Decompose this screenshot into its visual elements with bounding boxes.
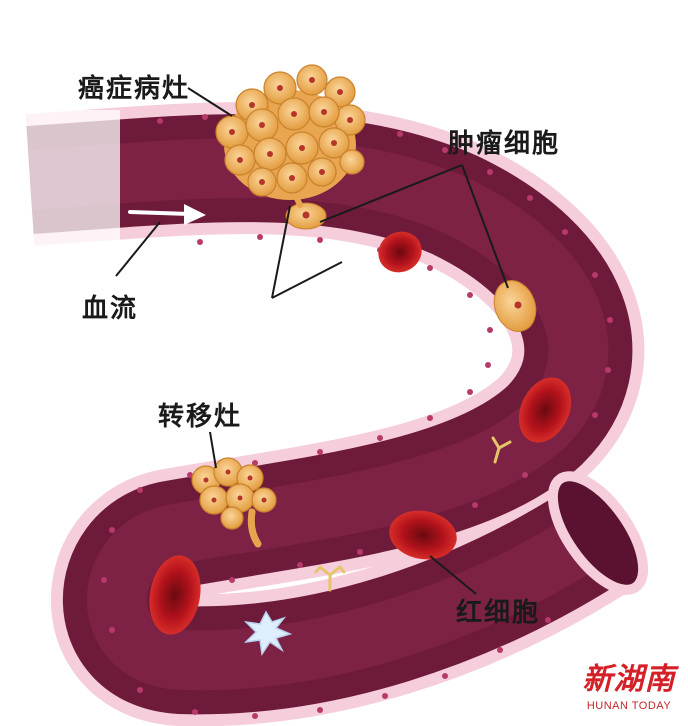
antibody-icon <box>491 436 512 464</box>
white-blood-cell-icon <box>243 610 293 657</box>
vessel-entry-fade <box>0 110 120 255</box>
label-tumor-cells: 肿瘤细胞 <box>448 129 561 159</box>
watermark-logo: 新湖南 HUNAN TODAY <box>574 654 684 712</box>
vessel-lumen-highlight <box>28 138 612 691</box>
label-red-blood-cell: 红细胞 <box>456 598 541 628</box>
label-primary-tumor: 癌症病灶 <box>78 74 191 104</box>
metastasis-nuclei <box>203 469 267 503</box>
red-blood-cells <box>149 231 572 635</box>
flow-arrow-icon <box>128 204 206 225</box>
circulating-tumor-cells <box>285 179 537 332</box>
watermark-en: HUNAN TODAY <box>586 700 672 712</box>
label-metastasis: 转移灶 <box>158 402 243 432</box>
vessel-end <box>547 471 649 595</box>
leader-lines <box>115 87 509 595</box>
label-blood-flow: 血流 <box>82 294 139 324</box>
watermark-cn: 新湖南 <box>582 662 676 697</box>
primary-tumor-nuclei <box>229 77 353 185</box>
antibody-icon <box>314 565 346 592</box>
